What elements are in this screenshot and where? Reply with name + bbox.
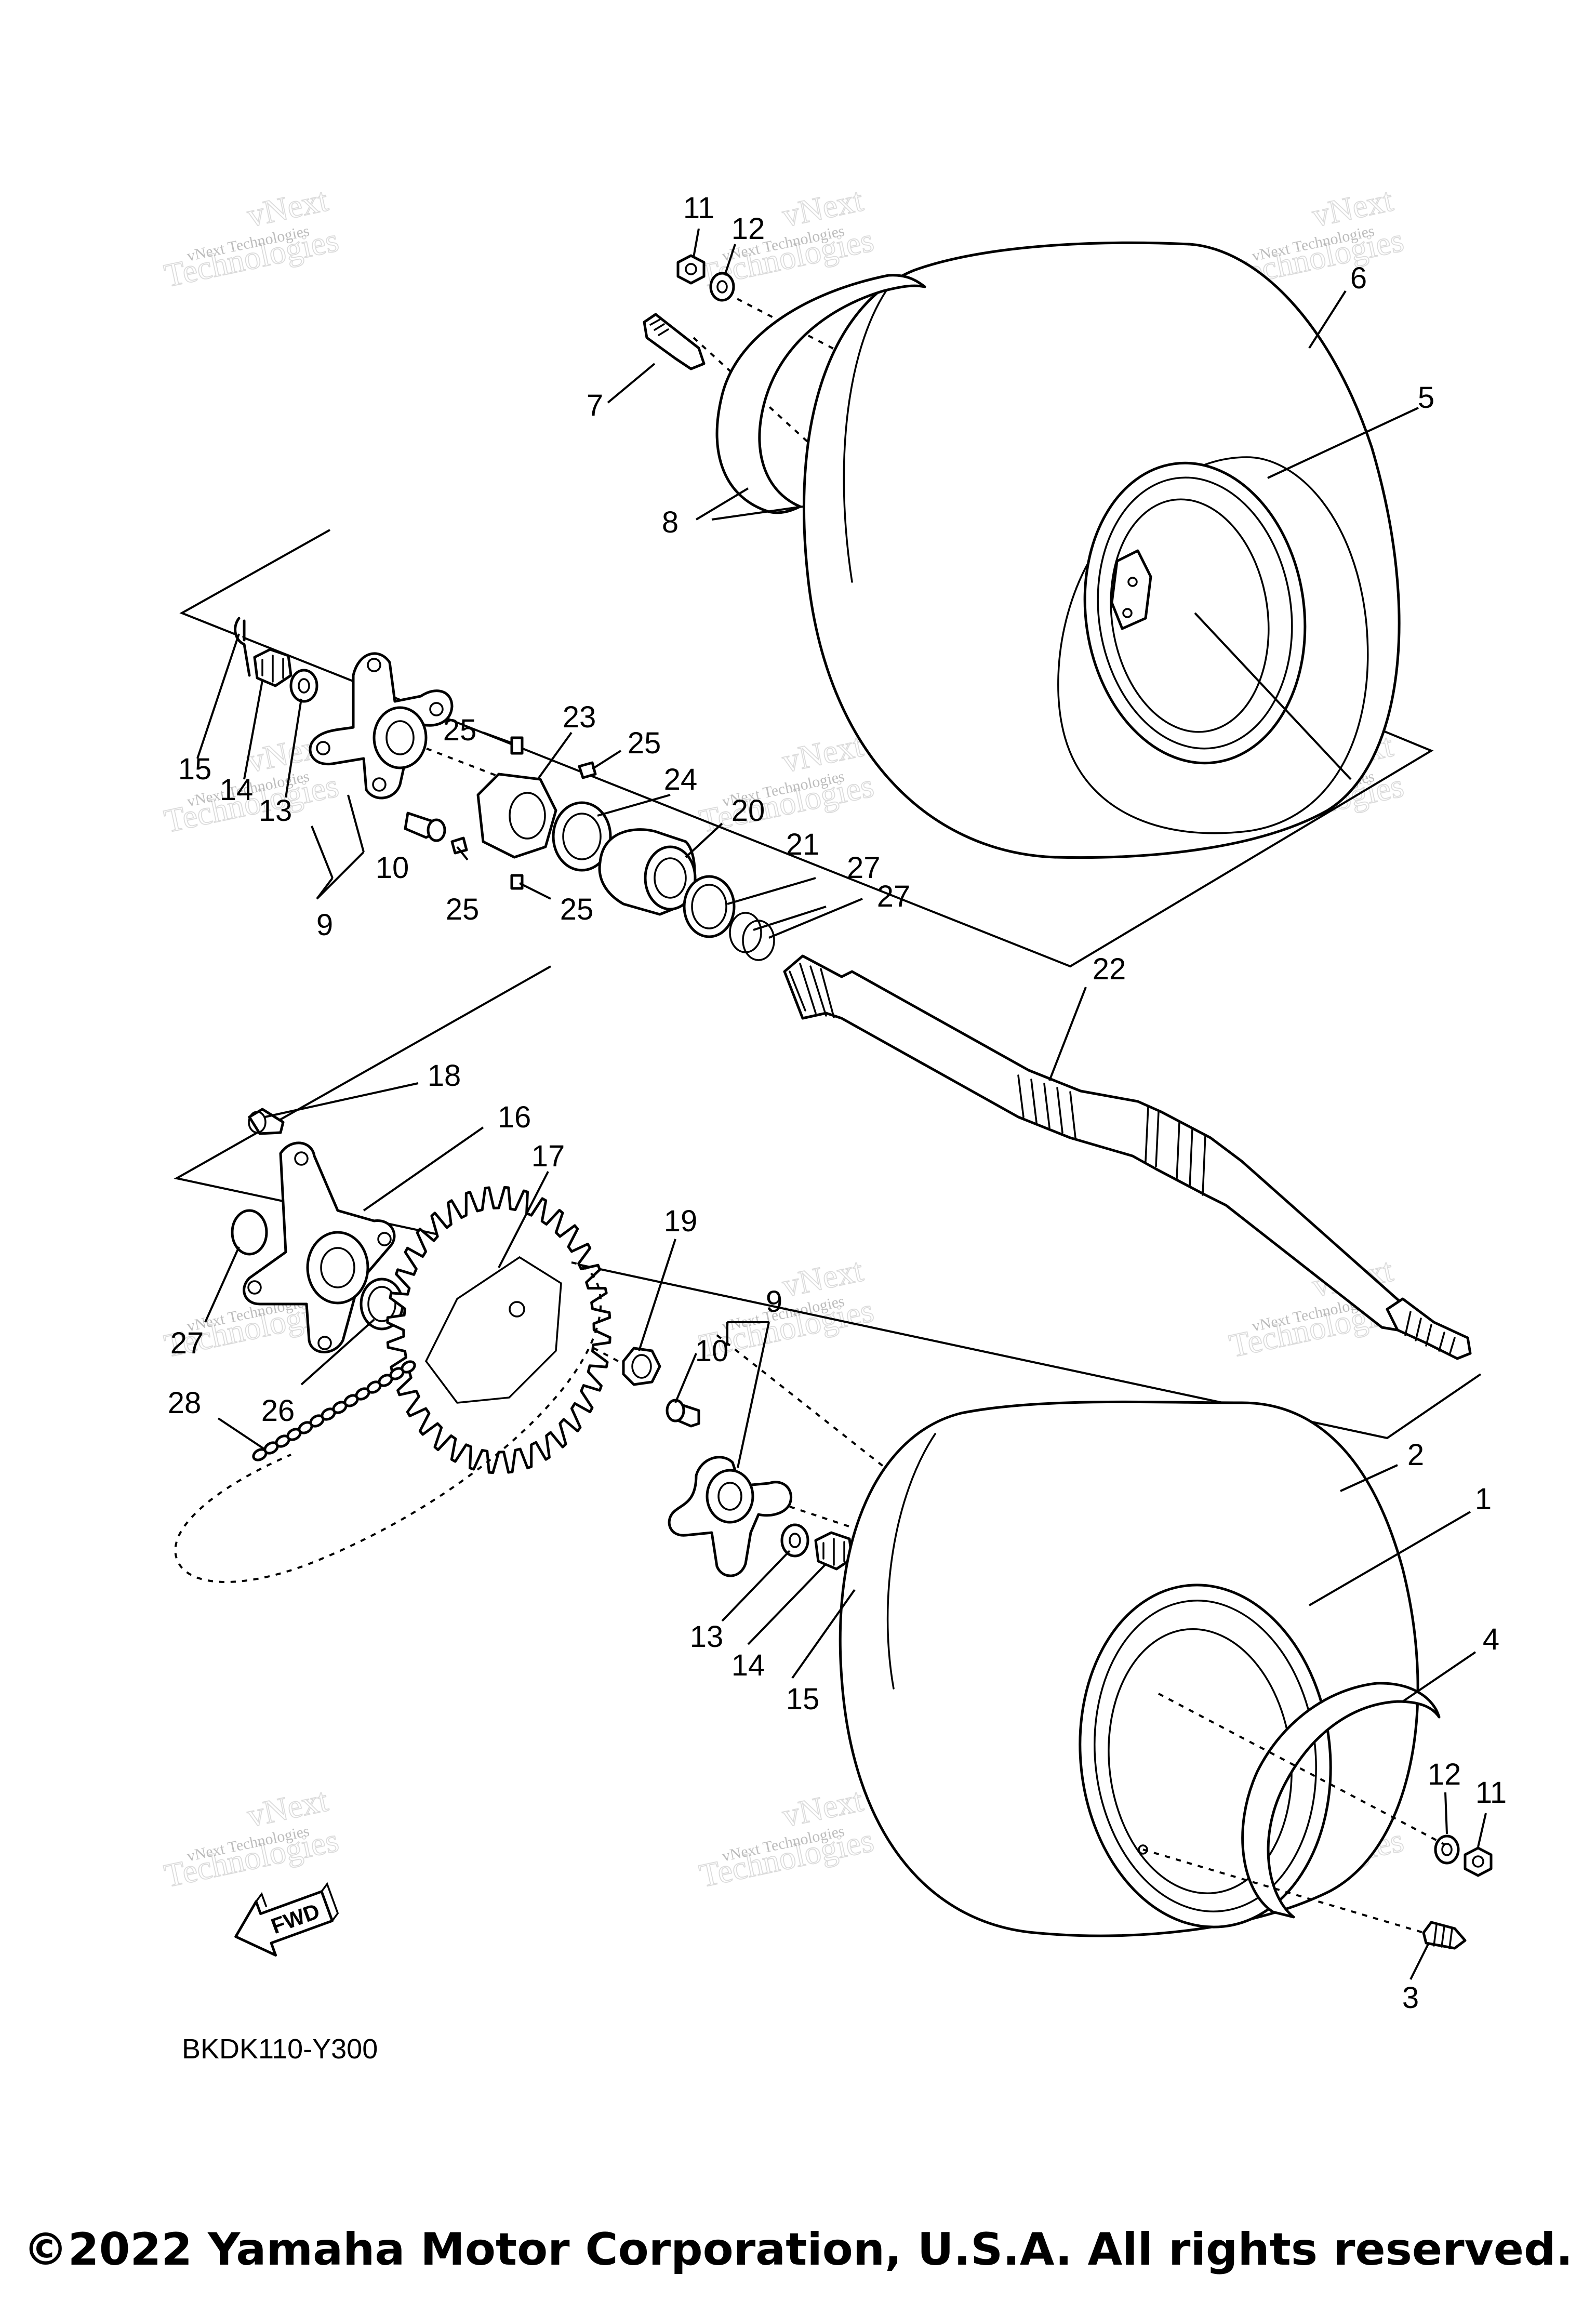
hub-bolt-upper (404, 812, 446, 842)
callout-28: 28 (168, 1386, 202, 1420)
hub-assembly-frame (179, 529, 1434, 968)
callout-8: 8 (662, 506, 679, 539)
callout-9-lower: 9 (766, 1285, 782, 1319)
upper-valve-stem (643, 313, 706, 370)
axis-lower-hub (716, 1334, 1160, 1684)
rear-axle (783, 954, 1472, 1360)
set-screw-bottom (510, 874, 524, 890)
upper-washer (709, 272, 735, 302)
cotter-pin-upper (234, 617, 251, 677)
axle-collar-19 (622, 1347, 661, 1386)
callout-14-upper: 14 (220, 773, 254, 807)
axle-lock-collar (476, 773, 557, 859)
callout-16: 16 (498, 1100, 531, 1134)
callout-13-lower: 13 (690, 1620, 724, 1654)
sprocket-hub (243, 1141, 396, 1353)
callout-20: 20 (732, 794, 765, 828)
hub-bolt-lower (666, 1399, 700, 1428)
upper-rim-guard (715, 274, 926, 514)
leader-lines (196, 228, 1487, 1980)
callout-10-lower: 10 (695, 1334, 729, 1368)
callout-25-left: 25 (446, 893, 480, 926)
callout-27-c: 27 (170, 1326, 204, 1360)
lower-valve-stem (1422, 1921, 1467, 1950)
lower-wheel-nut (1464, 1846, 1493, 1877)
figure-code: BKDK110-Y300 (182, 2033, 378, 2065)
callout-22: 22 (1093, 952, 1126, 986)
callout-12: 12 (732, 212, 765, 246)
callout-13-upper: 13 (259, 794, 292, 828)
callout-3: 3 (1402, 1981, 1419, 2015)
wheel-hub-lower (668, 1456, 793, 1577)
callout-15-lower: 15 (786, 1682, 820, 1716)
bearing-o-ring (683, 875, 736, 938)
callout-11-lower: 11 (1475, 1776, 1507, 1810)
set-screw-right (578, 761, 597, 779)
washer-upper (289, 669, 318, 703)
axis-lower-valve (1142, 1848, 1424, 1934)
callout-numbers: 11 12 6 7 5 8 25 23 25 15 14 13 24 20 10… (168, 191, 1507, 2015)
callout-5: 5 (1418, 381, 1434, 415)
upper-wheel-nut (676, 254, 706, 285)
lower-rim-guard (1241, 1682, 1441, 1919)
callout-12-lower: 12 (1428, 1758, 1461, 1791)
castle-nut-upper (253, 648, 292, 687)
axis-lower-nut (1158, 1693, 1445, 1845)
drive-sprocket (386, 1186, 611, 1474)
wheel-hub-upper (309, 652, 454, 800)
fwd-arrow-icon: FWD (234, 1882, 339, 1957)
callout-27-a: 27 (847, 851, 881, 885)
callout-6: 6 (1350, 261, 1367, 295)
callout-27-b: 27 (877, 880, 911, 913)
axis-upper-hub (405, 739, 520, 786)
callout-17: 17 (531, 1139, 565, 1173)
callout-18: 18 (428, 1059, 461, 1093)
axle-spacer-ring (552, 801, 612, 872)
callout-2: 2 (1407, 1438, 1424, 1472)
callout-24: 24 (664, 763, 698, 796)
washer-lower (780, 1523, 809, 1558)
callout-25-top: 25 (443, 713, 477, 747)
o-ring-lower-left (231, 1209, 268, 1256)
circlip-pair-upper (729, 912, 775, 961)
sprocket-assembly-frame (174, 965, 1482, 1440)
callout-25-right: 25 (628, 726, 661, 760)
lower-washer (1434, 1834, 1460, 1865)
callout-7: 7 (587, 389, 603, 422)
callout-19: 19 (664, 1204, 698, 1238)
bearing-housing (598, 828, 697, 916)
callout-21: 21 (786, 828, 820, 861)
sprocket-hub-bolt (248, 1108, 285, 1135)
callout-15-upper: 15 (178, 752, 212, 786)
callout-14-lower: 14 (732, 1648, 765, 1682)
chain-link (401, 1360, 416, 1374)
callout-9-upper: 9 (316, 908, 333, 942)
set-screw-top (510, 736, 524, 755)
callout-4: 4 (1483, 1623, 1499, 1656)
set-screw-left (450, 836, 468, 855)
callout-10-upper: 10 (376, 851, 409, 885)
callout-26: 26 (261, 1394, 295, 1428)
callout-25-bottom: 25 (560, 893, 594, 926)
copyright-notice: ©2022 Yamaha Motor Corporation, U.S.A. A… (23, 2224, 1573, 2276)
drive-chain (174, 1261, 602, 1583)
callout-23: 23 (563, 700, 596, 734)
callout-11: 11 (683, 191, 714, 225)
callout-1: 1 (1475, 1482, 1492, 1516)
